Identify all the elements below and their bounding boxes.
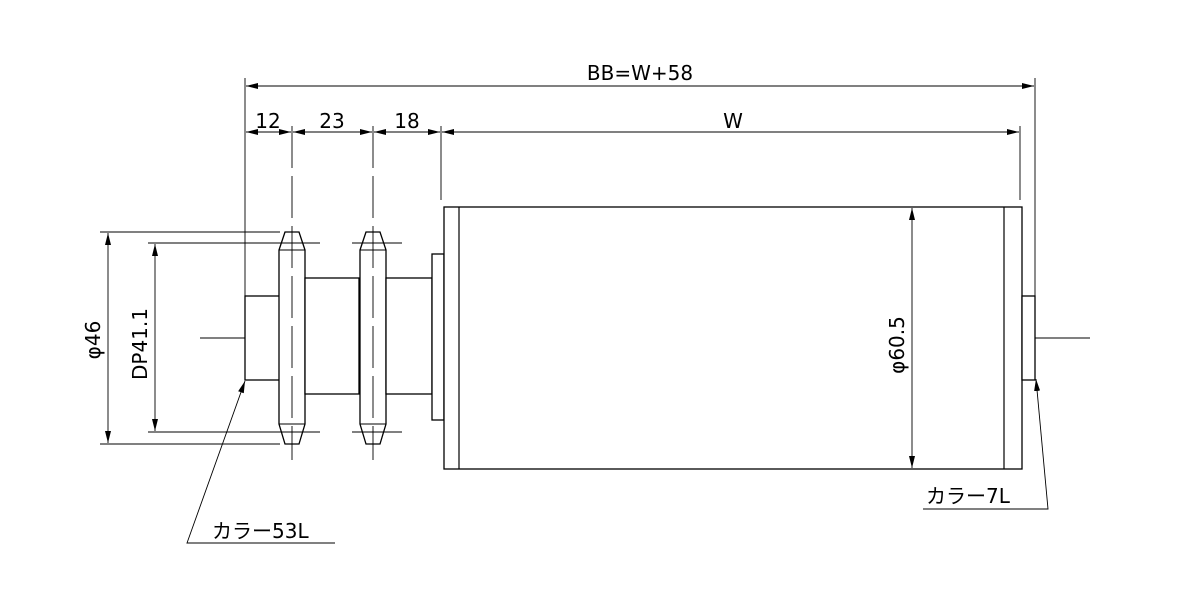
callout-collar-left: カラー53L bbox=[212, 519, 309, 543]
dim-seg1-label: 12 bbox=[255, 109, 280, 133]
dim-width-label: W bbox=[723, 109, 743, 133]
flange bbox=[431, 253, 445, 421]
leader-collar-left bbox=[186, 380, 335, 544]
dim-pitch-dia-label: DP41.1 bbox=[128, 308, 152, 380]
hub-after bbox=[385, 277, 433, 395]
leader-collar-right bbox=[923, 378, 1049, 510]
left-shaft-collar bbox=[244, 295, 282, 381]
hub-between bbox=[304, 277, 360, 395]
dim-sprocket-od-label: φ46 bbox=[81, 321, 105, 360]
dim-roller-dia-label: φ60.5 bbox=[885, 316, 909, 374]
dim-seg3-label: 18 bbox=[394, 109, 419, 133]
dim-overall-label: BB=W+58 bbox=[587, 61, 693, 85]
callout-collar-right: カラー7L bbox=[926, 484, 1011, 508]
right-collar bbox=[1021, 295, 1036, 381]
roller-tube bbox=[443, 206, 1023, 470]
dim-seg2-label: 23 bbox=[319, 109, 344, 133]
